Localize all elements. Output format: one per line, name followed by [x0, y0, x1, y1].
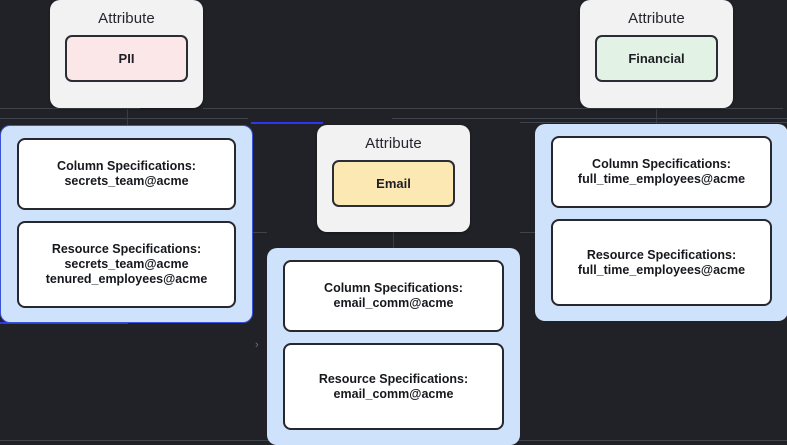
edge-line-right: [520, 122, 787, 123]
spec-box-value: email_comm@acme: [333, 386, 454, 401]
spec-box-value: full_time_employees@acme: [577, 172, 746, 186]
spec-box-value: full_time_employees@acme: [577, 262, 746, 277]
spec-box-column-specifications[interactable]: Column Specifications: secrets_team@acme: [17, 138, 236, 210]
attribute-card-title: Attribute: [365, 135, 422, 152]
selection-edge-top: [251, 122, 323, 124]
attribute-card-financial[interactable]: Attribute Financial: [580, 0, 733, 108]
spec-box-resource-specifications[interactable]: Resource Specifications: secrets_team@ac…: [17, 221, 236, 308]
spec-box-value: email_comm@acme: [333, 296, 454, 310]
spec-box-heading: Column Specifications:: [324, 281, 463, 295]
spec-box-column-specifications[interactable]: Column Specifications: full_time_employe…: [551, 136, 772, 208]
edge-line-mid-right: [392, 118, 787, 119]
attribute-chip-financial[interactable]: Financial: [595, 35, 718, 82]
spec-group-financial[interactable]: Column Specifications: full_time_employe…: [535, 124, 787, 321]
chevron-right-icon: ›: [255, 339, 259, 351]
edge-line-mid-stub: [253, 232, 267, 233]
spec-box-column-specifications[interactable]: Column Specifications: email_comm@acme: [283, 260, 504, 332]
spec-box-value: secrets_team@acme: [64, 174, 189, 188]
attribute-chip-pii[interactable]: PII: [65, 35, 188, 82]
spec-box-value: tenured_employees@acme: [45, 272, 208, 286]
spec-box-heading: Resource Specifications:: [318, 371, 469, 386]
attribute-card-email[interactable]: Attribute Email: [317, 125, 470, 232]
attribute-chip-email[interactable]: Email: [332, 160, 455, 207]
attribute-card-title: Attribute: [98, 10, 155, 27]
edge-line-right-stub: [520, 232, 535, 233]
spec-box-heading: Resource Specifications:: [51, 242, 202, 256]
selection-edge-bottom: [0, 322, 128, 324]
edge-line-top-right: [203, 108, 783, 109]
edge-line-left-lower: [0, 118, 248, 119]
spec-box-heading: Column Specifications:: [57, 159, 196, 173]
spec-box-heading: Column Specifications:: [592, 157, 731, 171]
edge-line-left-upper: [0, 108, 140, 109]
spec-group-pii[interactable]: Column Specifications: secrets_team@acme…: [0, 125, 253, 323]
spec-box-resource-specifications[interactable]: Resource Specifications: email_comm@acme: [283, 343, 504, 430]
connector-email: [393, 232, 394, 248]
spec-box-resource-specifications[interactable]: Resource Specifications: full_time_emplo…: [551, 219, 772, 306]
spec-box-heading: Resource Specifications:: [586, 247, 737, 262]
spec-box-value: secrets_team@acme: [64, 257, 189, 271]
connector-pii: [127, 108, 128, 126]
attribute-card-title: Attribute: [628, 10, 685, 27]
connector-financial: [656, 108, 657, 124]
attribute-card-pii[interactable]: Attribute PII: [50, 0, 203, 108]
spec-group-email[interactable]: Column Specifications: email_comm@acme R…: [267, 248, 520, 445]
